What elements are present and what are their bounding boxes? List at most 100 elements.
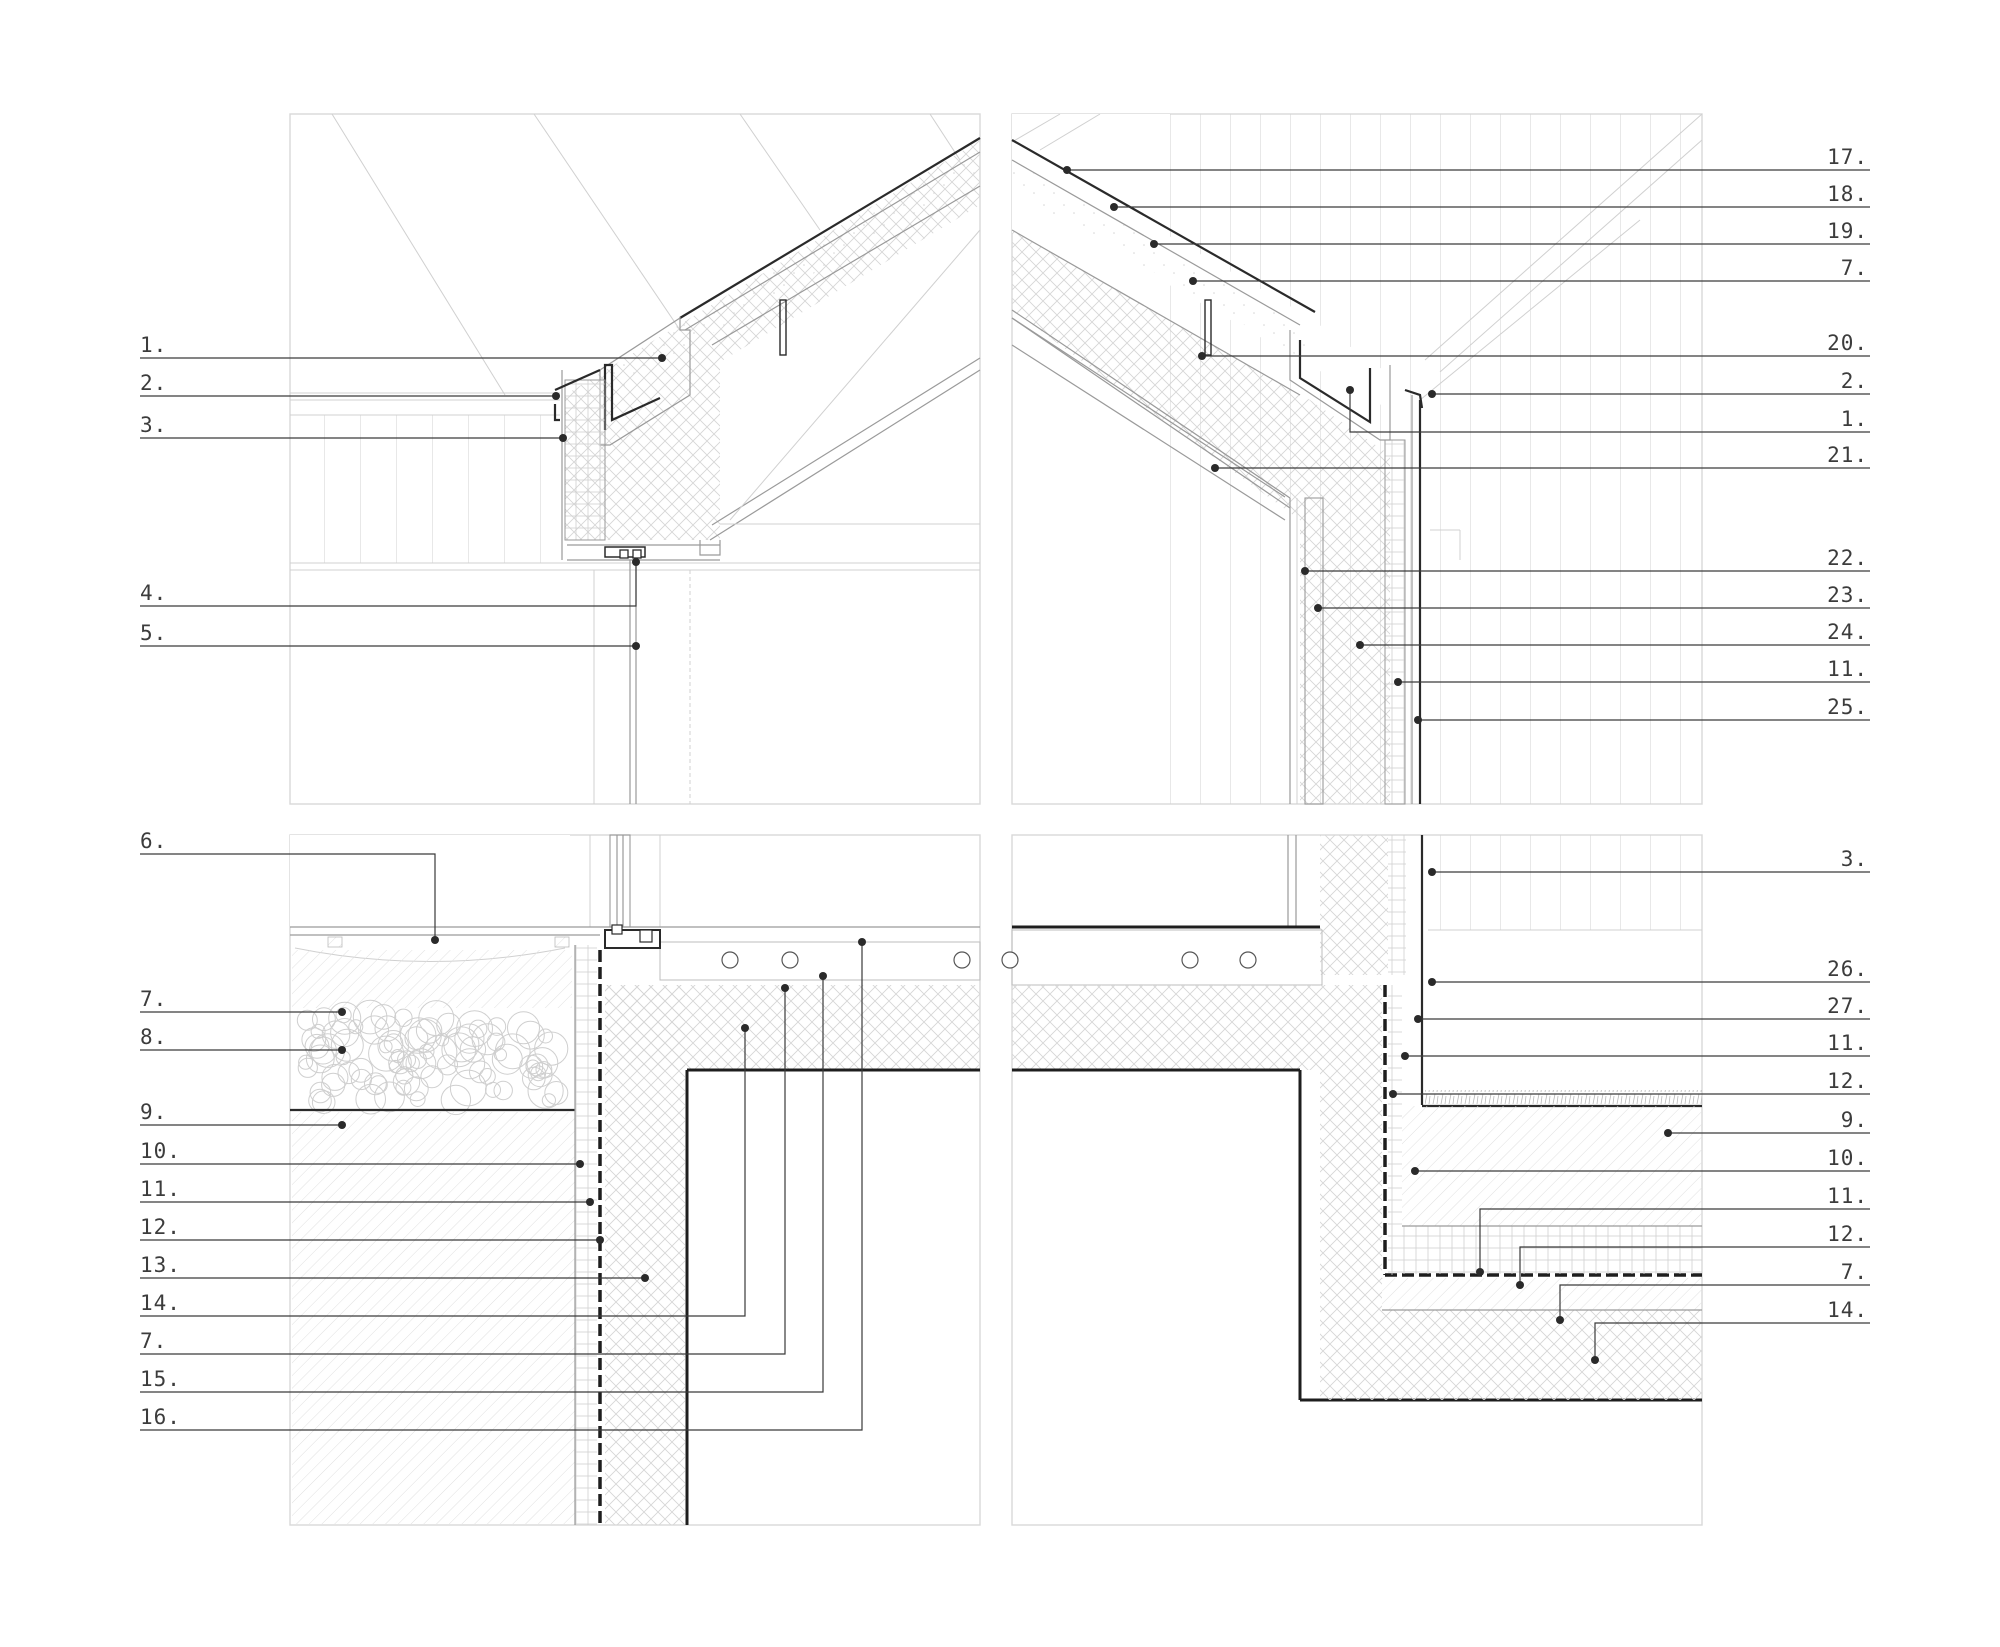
gravel-stone [541, 1093, 557, 1108]
gravel-stone [298, 1054, 314, 1070]
callout-dot [431, 936, 439, 944]
callout-dot [1664, 1129, 1672, 1137]
callout-dot [858, 938, 866, 946]
callout-dot [1428, 390, 1436, 398]
callout-dot [781, 984, 789, 992]
callout-dot [1414, 1015, 1422, 1023]
gravel-stone [507, 1011, 540, 1045]
gravel-stone [330, 1028, 364, 1062]
callout-label: 23. [1827, 583, 1868, 607]
callout-label: 27. [1827, 994, 1868, 1018]
callout-dot [338, 1121, 346, 1129]
gravel-stone [418, 1000, 455, 1037]
callout-dot [1110, 203, 1118, 211]
callout-label: 12. [140, 1215, 181, 1239]
gravel-stone [407, 1018, 442, 1053]
callout-dot [1063, 166, 1071, 174]
gravel-stone [538, 1028, 553, 1044]
callout-label: 8. [140, 1025, 167, 1049]
gravel-stone [379, 1039, 393, 1054]
gravel-stone [395, 1079, 412, 1096]
callout-labels: 1.2.3.4.5.6.7.8.9.10.11.12.13.14.7.15.16… [140, 145, 1870, 1431]
callout-dot [1198, 352, 1206, 360]
callout-leader [1349, 390, 1870, 433]
callout-dot [1389, 1090, 1397, 1098]
callout-leader [140, 562, 637, 607]
gravel-stone [350, 1068, 372, 1091]
gravel-stone [420, 1065, 444, 1089]
callout-dot [1411, 1167, 1419, 1175]
callout-label: 12. [1827, 1069, 1868, 1093]
callout-label: 6. [140, 829, 167, 853]
gravel-stone [308, 1088, 332, 1113]
callout-label: 12. [1827, 1222, 1868, 1246]
gravel-stone [454, 1048, 486, 1080]
callout-label: 1. [1841, 407, 1868, 431]
callout-dot [632, 558, 640, 566]
detail-eave-right [1011, 113, 1703, 805]
gravel-stone [370, 1004, 397, 1030]
heating-pipe [1001, 951, 1019, 969]
callout-dot [338, 1008, 346, 1016]
callout-label: 9. [140, 1100, 167, 1124]
gravel-stone [359, 1015, 389, 1045]
gravel-stone [328, 1001, 362, 1035]
callout-label: 20. [1827, 331, 1868, 355]
callout-label: 10. [1827, 1146, 1868, 1170]
callout-dot [1428, 868, 1436, 876]
gravel-stone [364, 1072, 387, 1096]
callout-leader [1479, 1208, 1870, 1272]
callout-label: 11. [1827, 657, 1868, 681]
gravel-stone [352, 999, 388, 1035]
callout-dot [559, 434, 567, 442]
heating-pipe [781, 951, 799, 969]
callout-label: 25. [1827, 695, 1868, 719]
callout-label: 7. [1841, 1260, 1868, 1284]
callout-label: 18. [1827, 182, 1868, 206]
callout-dot [576, 1160, 584, 1168]
callout-label: 3. [1841, 847, 1868, 871]
callout-label: 7. [140, 987, 167, 1011]
callout-label: 2. [140, 371, 167, 395]
gravel-stone [321, 1063, 349, 1091]
heating-pipe [1239, 951, 1257, 969]
callout-leader [1594, 1322, 1870, 1360]
callout-dot [596, 1236, 604, 1244]
callout-leader [140, 1028, 746, 1317]
callout-dot [632, 642, 640, 650]
callout-label: 4. [140, 581, 167, 605]
callout-label: 11. [140, 1177, 181, 1201]
gravel-stone [469, 1060, 492, 1084]
gravel-stone [526, 1047, 559, 1079]
callout-leader [140, 853, 436, 940]
gravel-stone [487, 1017, 507, 1036]
callout-dot [1516, 1281, 1524, 1289]
callout-dot [1591, 1356, 1599, 1364]
gravel-stone [491, 1043, 523, 1075]
gravel-stone [456, 1010, 494, 1047]
gravel-stone [486, 1032, 506, 1052]
gravel-stone [297, 1057, 318, 1078]
detail-foundation-right [1001, 835, 1702, 1402]
detail-eave-left [290, 113, 981, 804]
callout-label: 19. [1827, 219, 1868, 243]
gravel-stone [312, 1007, 336, 1032]
gravel-stone [374, 1081, 405, 1113]
gravel-stone [415, 1017, 443, 1044]
callout-label: 26. [1827, 957, 1868, 981]
detail-foundation-left [290, 834, 981, 1525]
gravel-stone [402, 1054, 420, 1073]
gravel-stone [394, 1008, 413, 1027]
callout-dot [1428, 978, 1436, 986]
callout-dot [1394, 678, 1402, 686]
heating-pipe [721, 951, 739, 969]
gravel-stone [374, 1015, 401, 1042]
gravel-stone [403, 1076, 429, 1102]
callout-dot [1211, 464, 1219, 472]
callout-label: 14. [140, 1291, 181, 1315]
callout-label: 11. [1827, 1184, 1868, 1208]
gravel-stone [522, 1066, 546, 1091]
gravel-fill [292, 999, 572, 1116]
callout-dot [641, 1274, 649, 1282]
